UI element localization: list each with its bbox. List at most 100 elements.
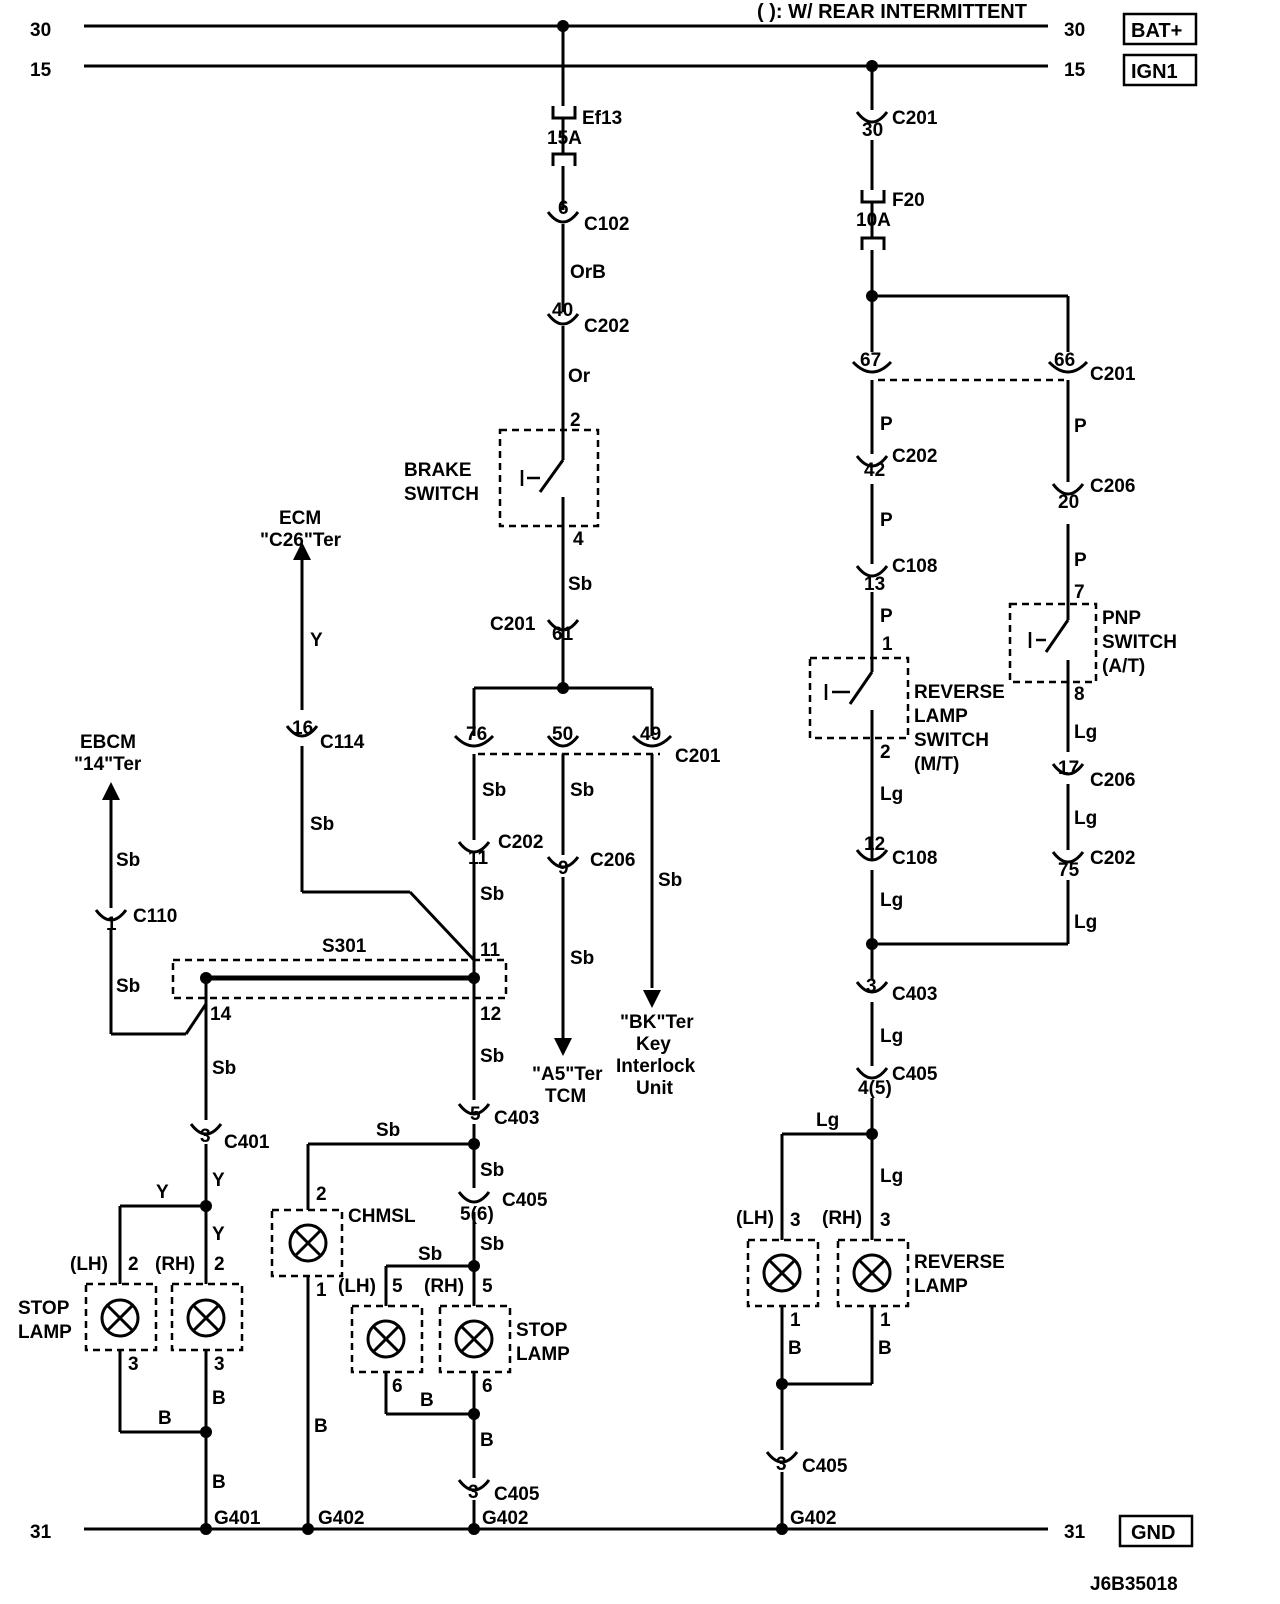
wire-lg-6: Lg xyxy=(880,1026,903,1047)
key-interlock-ter: "BK"Ter xyxy=(620,1012,694,1033)
left-stop-lamps: 3 C401 Y Y Y (LH) 2 (RH) 2 STOP LAMP 3 3… xyxy=(18,1123,270,1535)
pin-2-lh-stop: 2 xyxy=(128,1254,139,1275)
wire-or: Or xyxy=(568,366,591,387)
header-note: ( ): W/ REAR INTERMITTENT xyxy=(757,1,1027,23)
center-lamps: 5 C403 Sb Sb 2 CHMSL 1 B G402 5(6) C405 … xyxy=(270,1103,570,1535)
wire-y-1: Y xyxy=(212,1170,225,1191)
reverse-switch-label-4: (M/T) xyxy=(914,754,959,775)
connector-c201-c: C201 xyxy=(892,108,938,129)
power-rail-15: 15 15 IGN1 xyxy=(30,53,1198,87)
fuse-f20-name: F20 xyxy=(892,190,925,211)
key-interlock-unit: Unit xyxy=(636,1078,674,1099)
wire-sb-3: Sb xyxy=(480,884,504,905)
tcm-ter: "A5"Ter xyxy=(532,1064,603,1085)
pin-67-c201: 67 xyxy=(860,350,881,371)
wire-orb: OrB xyxy=(570,262,606,283)
arrow-to-ecm xyxy=(293,542,311,560)
pin-12-c108: 12 xyxy=(864,834,885,855)
connector-c405-c: C405 xyxy=(892,1064,938,1085)
pin-16-c114: 16 xyxy=(292,718,313,739)
pin-1-chmsl: 1 xyxy=(316,1280,327,1301)
rh-label-stop-left: (RH) xyxy=(155,1254,195,1275)
wire-b-1: B xyxy=(158,1408,172,1429)
arrow-to-key-interlock xyxy=(643,990,661,1008)
connector-c401: C401 xyxy=(224,1132,270,1153)
pin-4-5-c405: 4(5) xyxy=(858,1078,892,1099)
connector-c206-c: C206 xyxy=(1090,770,1135,791)
pin-30-c201: 30 xyxy=(862,120,883,141)
wire-p-5: P xyxy=(1074,550,1087,571)
wire-p-3: P xyxy=(880,606,893,627)
wire-sb-6: Sb xyxy=(658,870,682,891)
wire-lg-1: Lg xyxy=(880,784,903,805)
pin-1-lh-reverse: 1 xyxy=(790,1310,801,1331)
wire-sb-left: Sb xyxy=(212,1058,236,1079)
brake-switch-label-2: SWITCH xyxy=(404,484,479,505)
stop-lamp-right-label-1: STOP xyxy=(516,1320,568,1341)
pin-49-c201: 49 xyxy=(640,724,661,745)
lh-stop-lamp-icon xyxy=(100,1298,140,1338)
chmsl-lamp-icon xyxy=(288,1223,328,1263)
tcm-label: TCM xyxy=(545,1086,586,1107)
wire-sb-4: Sb xyxy=(570,780,594,801)
fuse-ef13-rating: 15A xyxy=(547,128,582,149)
pin-12-s301: 12 xyxy=(480,1004,501,1025)
ground-rail-31: 31 31 GND xyxy=(30,1514,1194,1548)
wire-b-center-2: B xyxy=(480,1430,494,1451)
connector-c201-d: C201 xyxy=(1090,364,1136,385)
pin-3-rh-reverse: 3 xyxy=(880,1210,891,1231)
wire-lg-2: Lg xyxy=(880,890,903,911)
rh-label-stop-center: (RH) xyxy=(424,1276,464,1297)
connector-c403-b: C403 xyxy=(892,984,937,1005)
connector-c108-a: C108 xyxy=(892,556,937,577)
pin-3-lh-stop: 3 xyxy=(128,1354,139,1375)
connector-c206-a: C206 xyxy=(590,850,635,871)
stop-lamp-left-label-2: LAMP xyxy=(18,1322,72,1343)
pnp-switch-box xyxy=(1008,602,1098,684)
pin-76-c201: 76 xyxy=(466,724,487,745)
pin-6-rh-stop-center: 6 xyxy=(482,1376,493,1397)
key-interlock-interlock: Interlock xyxy=(616,1056,696,1077)
ground-g402-a: G402 xyxy=(318,1508,364,1529)
rail-15-right-label: 15 xyxy=(1064,60,1086,81)
lh-label-reverse: (LH) xyxy=(736,1208,774,1229)
rh-reverse-lamp-icon xyxy=(852,1253,892,1293)
ground-g401: G401 xyxy=(214,1508,261,1529)
wire-lg-3: Lg xyxy=(1074,722,1097,743)
pin-5-lh-stop-center: 5 xyxy=(392,1276,403,1297)
pin-5-6-c405: 5(6) xyxy=(460,1204,494,1225)
chmsl-label: CHMSL xyxy=(348,1206,416,1227)
pin-17-c206: 17 xyxy=(1058,758,1079,779)
wire-b-rev-1: B xyxy=(788,1338,802,1359)
wire-b-chmsl: B xyxy=(314,1416,328,1437)
pin-3-c401: 3 xyxy=(200,1126,211,1147)
wire-sb-chmsl: Sb xyxy=(376,1120,400,1141)
pin-3-c405-right: 3 xyxy=(776,1454,787,1475)
ign1-label: IGN1 xyxy=(1131,61,1178,83)
wire-y-3: Y xyxy=(212,1224,225,1245)
rh-label-reverse: (RH) xyxy=(822,1208,862,1229)
rail-30-left-label: 30 xyxy=(30,20,51,41)
ign1-box xyxy=(1122,53,1198,87)
pin-40-c202: 40 xyxy=(552,300,573,321)
pin-5-c403: 5 xyxy=(470,1104,481,1125)
diagram-code: J6B35018 xyxy=(1090,1574,1178,1595)
pin-2-rh-stop: 2 xyxy=(214,1254,225,1275)
connector-c405-a: C405 xyxy=(502,1190,548,1211)
pin-3-lh-reverse: 3 xyxy=(790,1210,801,1231)
fuse-ef13-bottom xyxy=(551,152,577,166)
fuse-f20-rating: 10A xyxy=(856,210,891,231)
bat-plus-label: BAT+ xyxy=(1131,20,1182,42)
bat-plus-box xyxy=(1122,12,1198,46)
connector-c202-a: C202 xyxy=(584,316,629,337)
pin-3-rh-stop: 3 xyxy=(214,1354,225,1375)
wire-p-2: P xyxy=(880,510,893,531)
pin-75-c202: 75 xyxy=(1058,860,1080,881)
connector-c202-c: C202 xyxy=(892,446,937,467)
fuse-ef13-name: Ef13 xyxy=(582,108,622,129)
stop-lamp-right-label-2: LAMP xyxy=(516,1344,570,1365)
wire-b-2: B xyxy=(212,1388,226,1409)
pin-3-c405-center: 3 xyxy=(468,1482,479,1503)
pin-11-s301: 11 xyxy=(480,940,501,961)
rail-31-right-label: 31 xyxy=(1064,1522,1086,1543)
